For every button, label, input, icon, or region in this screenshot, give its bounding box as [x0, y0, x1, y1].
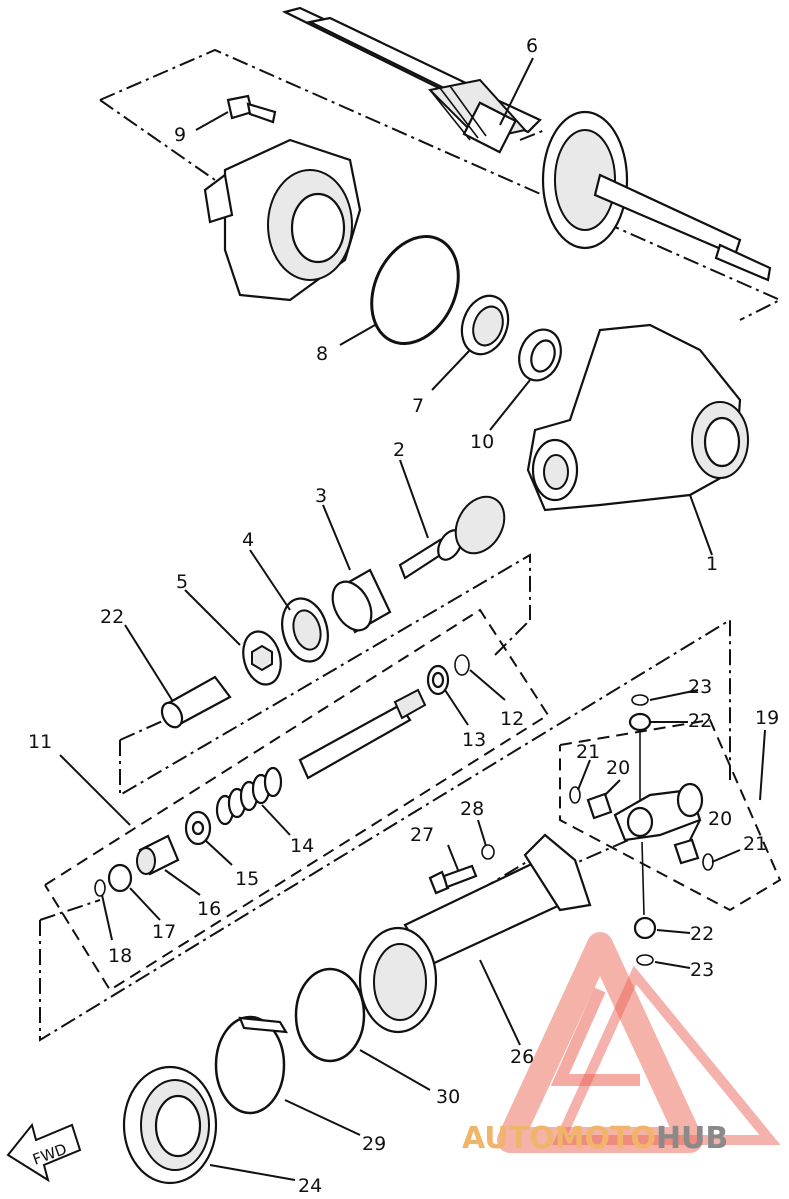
- callout-18: 18: [108, 945, 132, 967]
- clip-part-23b: [636, 954, 654, 966]
- fwd-arrow: FWD: [6, 1122, 82, 1183]
- callout-29: 29: [362, 1133, 386, 1155]
- watermark-auto: AUTOMOTOHUB: [462, 1121, 728, 1156]
- callout-3: 3: [315, 485, 327, 507]
- spacer-part-24: [160, 675, 232, 729]
- washer-part-13: [426, 664, 450, 696]
- clip-part-21a: [569, 786, 581, 804]
- bearing-cup-part-20b: [673, 838, 700, 865]
- callout-16: 16: [197, 898, 221, 920]
- collar-part-16: [136, 834, 180, 876]
- callout-5: 5: [176, 571, 188, 593]
- callout-14: 14: [290, 835, 314, 857]
- callout-2: 2: [393, 439, 405, 461]
- spring-part-14: [215, 766, 283, 826]
- callout-9: 9: [174, 124, 186, 146]
- callout-26: 27: [410, 824, 434, 846]
- cap-part-17: [107, 863, 133, 893]
- guide-lines: [39, 48, 783, 1042]
- washer-part-15: [184, 810, 212, 846]
- callout-20-left: 20: [606, 757, 630, 779]
- boot-part-28: [122, 1065, 218, 1185]
- callout-10: 10: [470, 431, 494, 453]
- watermark-part-moto: MOTO: [555, 1121, 656, 1156]
- callout-24: 22: [100, 606, 124, 628]
- clip-part-18: [94, 879, 106, 897]
- inner-shaft: [298, 688, 427, 780]
- pinion-gear-part-2: [398, 495, 506, 580]
- callout-28: 24: [298, 1175, 322, 1197]
- band-part-29: [214, 1015, 289, 1115]
- clip-part-23a: [631, 694, 649, 706]
- callout-13: 13: [462, 729, 486, 751]
- bolt-part-26: [428, 864, 478, 895]
- callout-22-bottom: 22: [690, 923, 714, 945]
- callout-7: 7: [412, 395, 424, 417]
- callout-8: 8: [316, 343, 328, 365]
- watermark-text: AUTOMOTOHUB: [462, 1121, 728, 1156]
- band-part-30: [294, 967, 366, 1063]
- bearing-part-7: [460, 294, 510, 356]
- callout-30: 30: [436, 1086, 460, 1108]
- cap-part-22b: [633, 916, 657, 940]
- leader-lines: [59, 57, 766, 1181]
- washer-part-5: [242, 630, 282, 686]
- callout-27: 28: [460, 798, 484, 820]
- callout-numbers: 6 9 8 7 10 2 1 3 4 5 22 12 13 14 15 16 1…: [28, 35, 779, 1197]
- watermark-logo: [497, 932, 781, 1153]
- callout-21-right: 21: [743, 833, 767, 855]
- callout-1: 1: [706, 553, 718, 575]
- callout-21-left: 21: [576, 741, 600, 763]
- callout-23-bottom: 23: [690, 959, 714, 981]
- gear-case-part-1: [526, 323, 749, 512]
- boot-part-25: [358, 833, 592, 1034]
- washer-part-27: [481, 844, 495, 860]
- drive-shaft-part-6: [281, 6, 772, 282]
- callout-22-top: 22: [688, 710, 712, 732]
- sleeve-part-3: [331, 568, 392, 634]
- circlip-part-12: [454, 654, 470, 676]
- callout-11: 11: [28, 731, 52, 753]
- bearing-cup-part-20a: [586, 792, 613, 820]
- callout-15: 15: [235, 868, 259, 890]
- clip-part-21b: [702, 853, 714, 871]
- cap-part-22a: [628, 712, 652, 732]
- bearing-part-4: [281, 597, 329, 663]
- universal-joint-part-19: [613, 782, 704, 842]
- watermark-part-hub: HUB: [656, 1121, 728, 1156]
- watermark-part-auto: AUTO: [462, 1121, 555, 1156]
- o-ring-part-8: [370, 235, 460, 345]
- callout-20-right: 20: [708, 808, 732, 830]
- oil-seal-part-10: [518, 328, 562, 382]
- callout-25: 26: [510, 1046, 534, 1068]
- callout-4: 4: [242, 529, 254, 551]
- callout-23-top: 23: [688, 676, 712, 698]
- callout-12: 12: [500, 708, 524, 730]
- callout-17: 17: [152, 921, 176, 943]
- callout-19: 19: [755, 707, 779, 729]
- housing-cover: [203, 138, 362, 302]
- bolt-part-9: [226, 94, 277, 124]
- callout-6: 6: [526, 35, 538, 57]
